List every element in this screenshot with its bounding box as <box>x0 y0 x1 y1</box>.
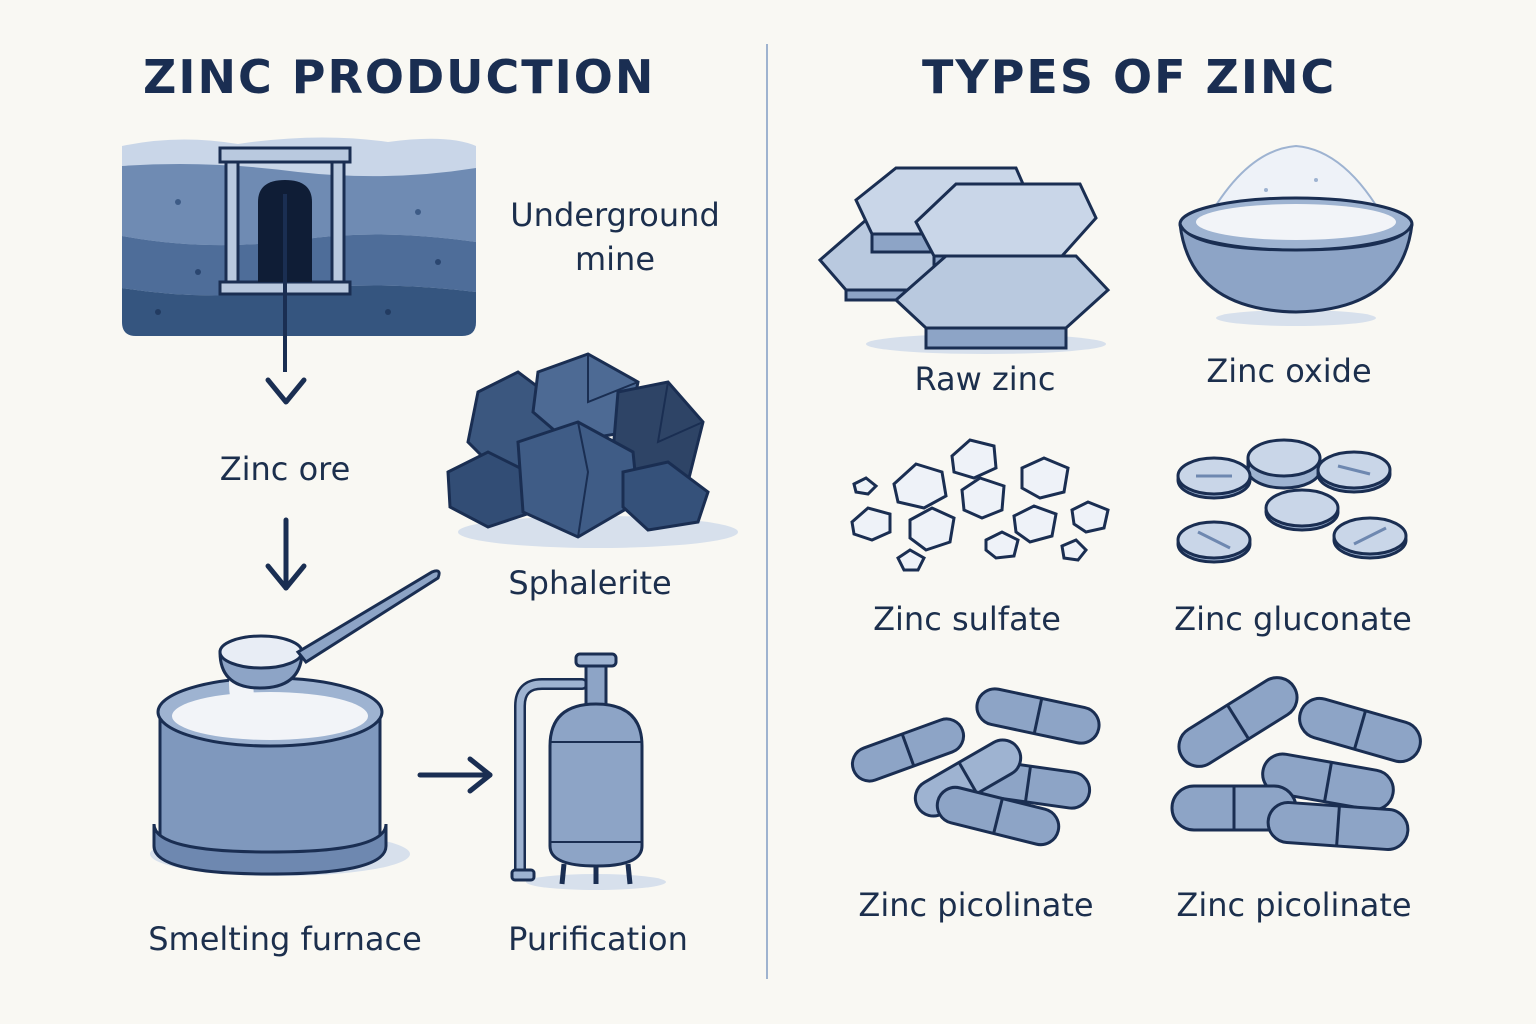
crystals-icon <box>850 438 1110 572</box>
section-divider <box>766 44 768 979</box>
capsules-icon <box>1170 676 1422 851</box>
type-label-zinc-oxide: Zinc oxide <box>1206 352 1372 390</box>
sphalerite-icon <box>446 352 738 548</box>
type-label-raw-zinc: Raw zinc <box>914 360 1056 398</box>
mine-label-2: mine <box>574 240 656 278</box>
capsules-icon <box>850 687 1101 847</box>
type-label-zinc-picolinate-1: Zinc picolinate <box>858 886 1094 924</box>
arrow-down-icon <box>265 377 307 405</box>
purification-label: Purification <box>508 920 688 958</box>
type-label-zinc-sulfate: Zinc sulfate <box>873 600 1061 638</box>
tablets-icon <box>1176 438 1408 564</box>
arrow-right-icon <box>417 756 493 794</box>
zinc-ore-label: Zinc ore <box>219 450 351 488</box>
mine-label-1: Underground <box>510 196 720 234</box>
arrow-down-icon <box>265 517 307 591</box>
production-title: ZINC PRODUCTION <box>143 50 656 104</box>
purification-vessel-icon <box>510 652 666 890</box>
types-title: TYPES OF ZINC <box>922 50 1337 104</box>
sphalerite-label: Sphalerite <box>508 564 672 602</box>
smelting-furnace-label: Smelting furnace <box>148 920 422 958</box>
type-label-zinc-gluconate: Zinc gluconate <box>1174 600 1412 638</box>
zinc-ingots-icon <box>817 166 1111 354</box>
type-label-zinc-picolinate-2: Zinc picolinate <box>1176 886 1412 924</box>
smelting-furnace-icon <box>150 569 441 876</box>
underground-mine-icon <box>122 137 476 372</box>
powder-bowl-icon <box>1178 144 1414 326</box>
